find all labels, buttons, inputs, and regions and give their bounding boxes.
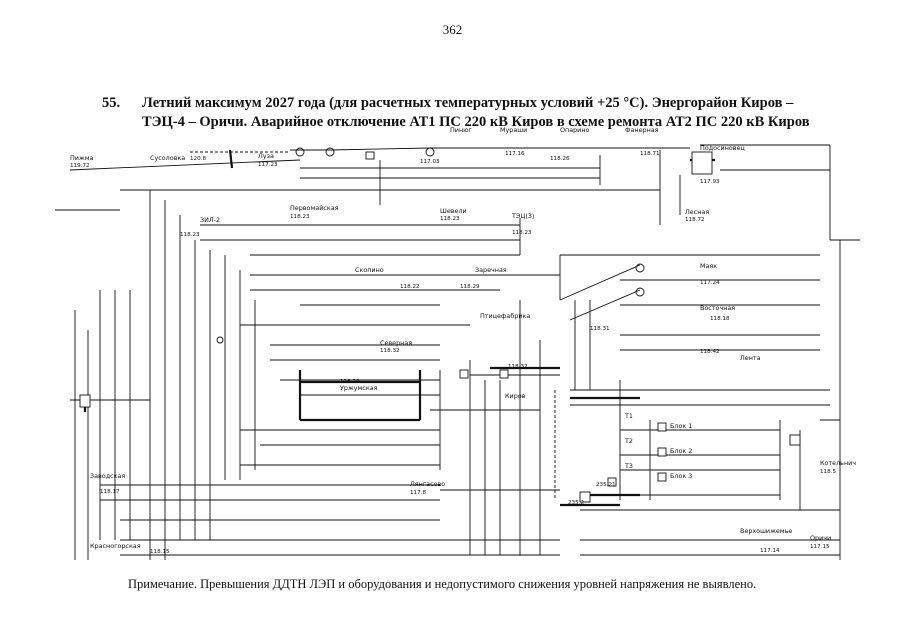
value-tets3: 118.23 xyxy=(512,230,532,236)
label-vostochnaya: Восточная xyxy=(700,304,735,312)
label-t3: T3 xyxy=(624,462,633,470)
value-severnaya: 118.32 xyxy=(380,348,400,354)
value-sheveli: 118.23 xyxy=(440,216,460,222)
value-skopino: 118.22 xyxy=(400,284,420,290)
label-pizhma: Пижма xyxy=(70,154,94,162)
value-pizhma: 119.72 xyxy=(70,163,90,169)
station-labels: Пижма 119.72 Сусоловка 120.8 Луза 117.23… xyxy=(70,126,856,555)
value-mayak: 117.24 xyxy=(700,280,720,286)
label-lyangasovo: Лянгасово xyxy=(410,480,445,488)
page-number: 362 xyxy=(442,22,463,37)
label-urzhumskaya: Уржумская xyxy=(340,384,378,392)
label-zarechnaya: Заречная xyxy=(475,266,507,274)
label-susolovka: Сусоловка xyxy=(150,154,185,162)
label-pinyug: Пинюг xyxy=(450,126,473,134)
footnote: Примечание. Превышения ДДТН ЛЭП и оборуд… xyxy=(128,577,757,591)
network-lines xyxy=(55,144,860,560)
value-zil: 118.23 xyxy=(180,232,200,238)
value-vostochnaya: 118.18 xyxy=(710,316,730,322)
left-feeders xyxy=(70,190,256,560)
label-tets3: ТЭЦ(3) xyxy=(511,212,534,220)
label-blok1: Блок 1 xyxy=(670,422,692,430)
label-skopino: Скопино xyxy=(355,266,384,274)
value-kirov-220: 235.21 xyxy=(596,482,616,488)
label-blok3: Блок 3 xyxy=(670,472,692,480)
value-murashi: 117.16 xyxy=(505,151,525,157)
label-pervomaiskaya: Первомайская xyxy=(290,204,339,212)
label-lesnaya: Лесная xyxy=(685,208,709,216)
value-luza: 117.23 xyxy=(258,162,278,168)
label-t1: T1 xyxy=(624,412,633,420)
label-ptitsefabrika: Птицефабрика xyxy=(480,312,530,320)
value-lenta: 118.42 xyxy=(700,349,720,355)
value-verhoshizhemye: 117.14 xyxy=(760,548,780,554)
value-lyangasovo: 117.8 xyxy=(410,490,426,496)
label-verhoshizhemye: Верхошижемье xyxy=(740,527,792,535)
label-krasnogorskaya: Красногорская xyxy=(90,542,141,550)
heading-line1: Летний максимум 2027 года (для расчетных… xyxy=(142,95,794,111)
label-lenta: Лента xyxy=(740,354,761,362)
label-severnaya: Северная xyxy=(380,339,412,347)
value-kotelnich: 118.5 xyxy=(820,469,836,475)
label-sheveli: Шевели xyxy=(440,207,467,215)
value-podosinovets: 117.93 xyxy=(700,179,720,185)
page-heading: 55. Летний максимум 2027 года (для расчет… xyxy=(102,94,862,132)
value-kirov: 118.32 xyxy=(508,364,528,370)
label-fanernaya: Фанерная xyxy=(625,126,659,134)
heading-number: 55. xyxy=(102,95,121,111)
value-zavodskaya: 118.17 xyxy=(100,489,120,495)
central-feeders xyxy=(430,264,801,555)
value-urzhumskaya: 118.29 xyxy=(340,379,360,385)
value-zarechnaya: 118.29 xyxy=(460,284,480,290)
label-orichi: Оричи xyxy=(810,534,831,542)
label-podosinovets: Подосиновец xyxy=(700,144,745,152)
value-krasnogorskaya: 118.15 xyxy=(150,549,170,555)
label-kotelnich: Котельнич xyxy=(820,459,856,467)
value-kirov-220b: 235.2 xyxy=(568,500,584,506)
label-luza: Луза xyxy=(258,152,274,160)
value-pervomaiskaya: 118.23 xyxy=(290,214,310,220)
value-susolovka: 120.8 xyxy=(190,156,206,162)
value-pinyug: 117.03 xyxy=(420,159,440,165)
bus-bars xyxy=(83,158,715,507)
label-mayak: Маяк xyxy=(700,262,717,270)
switch-symbols xyxy=(79,147,801,503)
value-lesnaya: 118.72 xyxy=(685,217,705,223)
value-ptitsefabrika: 118.31 xyxy=(590,326,610,332)
value-oparino: 118.26 xyxy=(550,156,570,162)
heading-line2: ТЭЦ-4 – Оричи. Аварийное отключение АТ1 … xyxy=(142,114,810,130)
value-fanernaya: 118.71 xyxy=(640,151,660,157)
label-blok2: Блок 2 xyxy=(670,447,692,455)
label-kirov: Киров xyxy=(505,392,526,400)
value-orichi: 117.15 xyxy=(810,544,830,550)
label-zil: ЗИЛ-2 xyxy=(200,216,220,224)
label-murashi: Мураши xyxy=(500,126,527,134)
label-t2: T2 xyxy=(624,437,633,445)
label-zavodskaya: Заводская xyxy=(90,472,125,480)
label-oparino: Опарино xyxy=(560,126,590,134)
